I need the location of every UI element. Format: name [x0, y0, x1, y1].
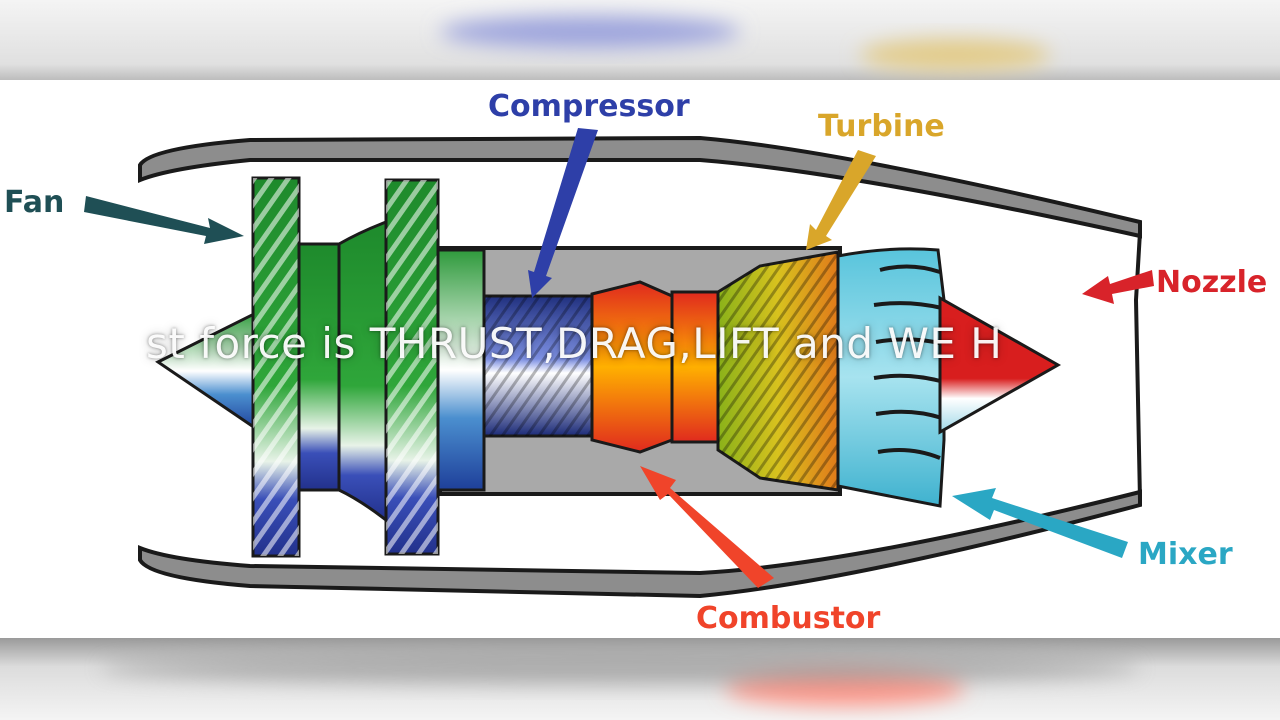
- label-compressor: Compressor: [488, 89, 690, 124]
- blurred-yellow-blob: [860, 39, 1050, 71]
- label-nozzle: Nozzle: [1156, 265, 1267, 300]
- fan-arrow: [84, 196, 244, 244]
- turbine-stages-hatch: [718, 252, 838, 490]
- fan-shaft-section: [436, 248, 486, 492]
- tail-cone: [938, 295, 1062, 435]
- combustor-liner: [670, 290, 720, 444]
- fan-blade-front-hatch: [253, 178, 299, 556]
- combustor-arrow: [640, 466, 774, 588]
- fan-blade-rear-hatch: [386, 180, 438, 554]
- compressor-stages-hatch: [484, 296, 592, 436]
- label-fan: Fan: [4, 185, 64, 220]
- blurred-blue-blob: [440, 16, 740, 48]
- mixer-lobe-lines: [873, 264, 945, 460]
- mixer-arrow: [952, 488, 1128, 558]
- caption-overlay: st force is THRUST,DRAG,LIFT and WE H: [0, 316, 1280, 376]
- label-mixer: Mixer: [1138, 537, 1233, 572]
- label-combustor: Combustor: [696, 601, 881, 636]
- blurred-shadow: [100, 652, 1140, 684]
- compressor-arrow: [528, 128, 598, 298]
- nozzle-exit-line: [1133, 231, 1142, 501]
- label-turbine: Turbine: [818, 109, 945, 144]
- caption-text: st force is THRUST,DRAG,LIFT and WE H: [146, 319, 1003, 368]
- nozzle-arrow: [1082, 270, 1154, 304]
- turbine-arrow: [806, 150, 876, 250]
